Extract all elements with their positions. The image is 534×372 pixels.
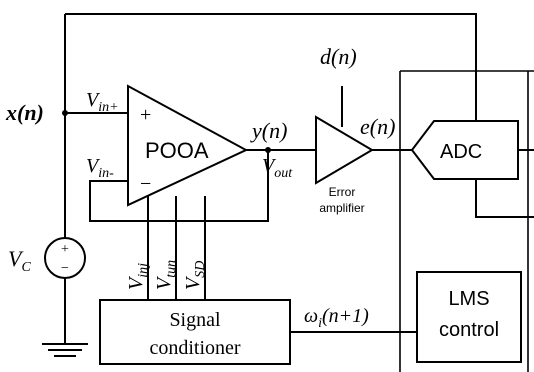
vinj-label: Vinj bbox=[125, 263, 151, 290]
source-plus-sign: + bbox=[61, 242, 69, 257]
source-minus-sign: − bbox=[61, 261, 69, 276]
adc-block bbox=[410, 120, 519, 180]
d-input-label: d(n) bbox=[320, 44, 357, 69]
vin-minus-feedback-wire bbox=[89, 150, 269, 222]
adc-to-lms-wire bbox=[475, 179, 534, 218]
y-output-label: y(n) bbox=[250, 118, 287, 143]
error-amp-label-1: Error bbox=[329, 185, 356, 199]
signal-conditioner-block bbox=[99, 299, 291, 365]
opamp-plus-sign: + bbox=[140, 104, 151, 126]
error-amp-label-2: amplifier bbox=[319, 201, 364, 215]
junction-dot-x bbox=[62, 110, 68, 116]
x-input-label: x(n) bbox=[5, 100, 44, 125]
vc-label: VC bbox=[8, 246, 31, 275]
lms-label-2: control bbox=[439, 319, 499, 341]
lms-control-block bbox=[416, 271, 522, 363]
e-signal-label: e(n) bbox=[360, 114, 395, 139]
opamp-minus-sign: − bbox=[140, 173, 151, 195]
voltage-source-circle bbox=[44, 237, 86, 279]
conditioner-label-1: Signal bbox=[169, 309, 221, 331]
top-bus-wire bbox=[65, 13, 477, 121]
junction-dot-out bbox=[265, 147, 271, 153]
omega-label: ωi(n+1) bbox=[304, 305, 369, 331]
conditioner-label-2: conditioner bbox=[149, 337, 240, 359]
vtun-label: Vtun bbox=[153, 260, 179, 290]
vin-plus-label: Vin+ bbox=[86, 89, 119, 115]
adc-label: ADC bbox=[440, 141, 482, 163]
vin-minus-label: Vin- bbox=[86, 155, 114, 181]
lms-label-1: LMS bbox=[448, 288, 489, 310]
ground-icon bbox=[42, 343, 88, 357]
opamp-label: POOA bbox=[145, 138, 209, 163]
opamp-triangle bbox=[127, 84, 249, 207]
vsd-label: VSD bbox=[182, 261, 208, 290]
vout-label: Vout bbox=[262, 155, 293, 181]
error-amplifier-triangle bbox=[315, 115, 374, 185]
